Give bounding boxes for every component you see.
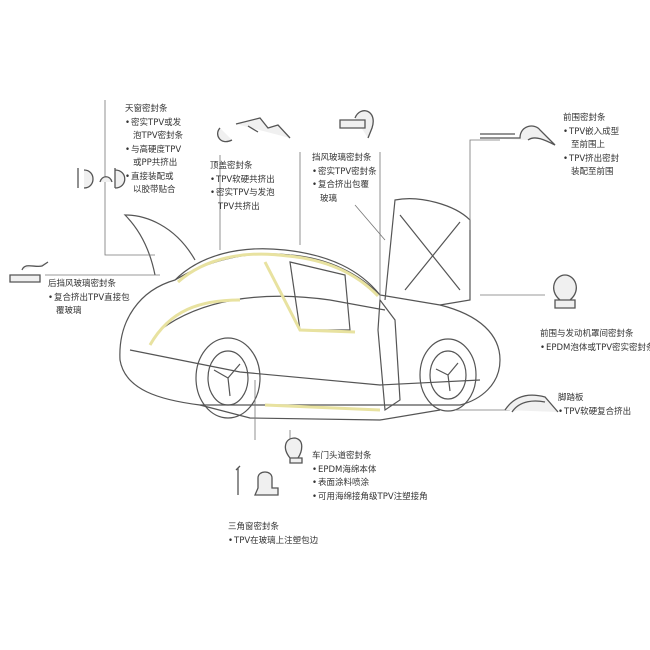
label-line: 密实TPV或发 [125,117,183,131]
door-profile-icon [284,437,303,464]
hood-seal-label: 前围与发动机罩间密封条 EPDM泡体或TPV密实密封条 [540,328,650,355]
label-line: 可用海绵接角级TPV注塑接角 [312,491,428,505]
front-cowl-profile-icon [480,125,556,146]
label-line: EPDM海绵本体 [312,464,428,478]
front-cowl-seal-label: 前围密封条 TPV嵌入成型 至前围上 TPV挤出密封 装配至前围 [563,112,619,180]
footrest-seal-label: 脚踏板 TPV软硬复合挤出 [558,392,631,419]
leader-lines [45,100,545,445]
label-title: 车门头道密封条 [312,451,372,461]
label-line: 装配至前围 [571,167,614,177]
label-title: 挡风玻璃密封条 [312,153,372,163]
label-line: 密实TPV与发泡 [210,187,275,201]
label-line: TPV软硬复合挤出 [558,406,631,420]
rear-windshield-profile-icon [9,261,49,283]
label-line: 与高硬度TPV [125,144,183,158]
label-line: 泡TPV密封条 [133,131,184,141]
windshield-seal-label: 挡风玻璃密封条 密实TPV密封条 复合挤出包覆 玻璃 [312,152,377,206]
label-line: 表面涂料喷涂 [312,477,428,491]
triangle-window-seal-label: 三角窗密封条 TPV在玻璃上注塑包边 [228,521,318,548]
windshield-profile-icon [339,110,374,139]
label-line: 玻璃 [320,193,338,204]
label-title: 前围密封条 [563,113,606,123]
sunroof-seal-label: 天窗密封条 密实TPV或发 泡TPV密封条 与高硬度TPV 或PP共挤出 直接装… [125,103,183,198]
label-title: 脚踏板 [558,393,584,403]
label-line: EPDM泡体或TPV密实密封条 [540,342,650,356]
sunroof-profile-icon [77,168,126,189]
hood-profile-icon [553,274,577,309]
label-line: 至前围上 [571,140,606,150]
label-line: 复合挤出TPV直接包 [48,292,130,306]
roof-profile-icon [217,117,291,143]
rear-windshield-seal-label: 后挡风玻璃密封条 复合挤出TPV直接包 覆玻璃 [48,278,130,319]
label-line: TPV挤出密封 [563,153,619,167]
footrest-profile-icon [504,394,559,413]
label-line: 直接装配或 [125,171,183,185]
label-line: 密实TPV密封条 [312,166,377,180]
label-line: TPV嵌入成型 [563,126,619,140]
label-line: TPV软硬共挤出 [210,174,275,188]
label-title: 三角窗密封条 [228,522,280,532]
label-title: 后挡风玻璃密封条 [48,279,117,289]
triangle-window-seal-icon [254,471,279,496]
label-line: TPV共挤出 [218,201,260,212]
roof-seal-label: 顶盖密封条 TPV软硬共挤出 密实TPV与发泡 TPV共挤出 [210,160,275,214]
label-line: 以胶带贴合 [133,185,176,195]
label-line: 覆玻璃 [56,306,82,316]
label-title: 前围与发动机罩间密封条 [540,329,634,339]
label-line: TPV在玻璃上注塑包边 [228,535,318,549]
door-seal-label: 车门头道密封条 EPDM海绵本体 表面涂料喷涂 可用海绵接角级TPV注塑接角 [312,450,428,504]
triangle-window-profile-icon [235,465,241,495]
seal-highlights [148,252,381,412]
label-title: 天窗密封条 [125,104,168,114]
label-title: 顶盖密封条 [210,161,253,171]
label-line: 或PP共挤出 [133,158,178,168]
label-line: 复合挤出包覆 [312,179,377,193]
car-outline [119,198,501,421]
